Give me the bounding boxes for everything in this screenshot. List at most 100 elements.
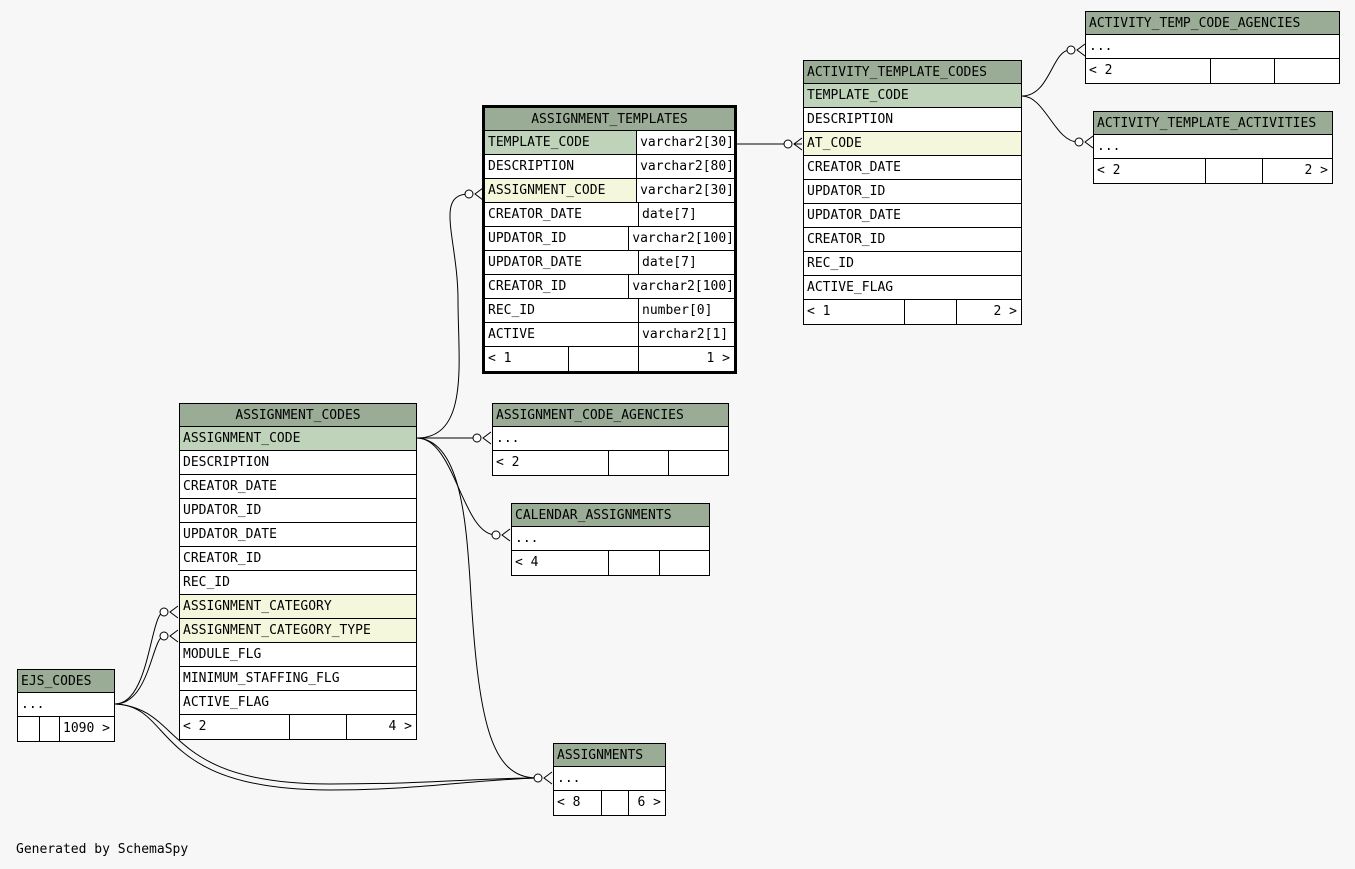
footer-rows [608, 451, 668, 475]
table-row[interactable]: ACTIVE_FLAG [804, 276, 1021, 300]
footer-children[interactable] [668, 451, 728, 475]
table-row[interactable]: REC_ID [180, 571, 416, 595]
footer-children[interactable]: 4 > [346, 715, 416, 739]
column-name: ... [515, 531, 539, 546]
footer-parents[interactable]: < 1 [807, 304, 831, 319]
column-name: DESCRIPTION [488, 159, 575, 174]
table-row[interactable]: TEMPLATE_CODE [804, 84, 1021, 108]
footer-rows [608, 551, 659, 575]
column-type: varchar2[1] [638, 323, 734, 346]
table-title: CALENDAR_ASSIGNMENTS [512, 504, 709, 527]
table-footer: 1090 > [18, 717, 114, 741]
footer-parents[interactable]: < 8 [557, 795, 581, 810]
table-row[interactable]: UPDATOR_ID varchar2[100] [485, 227, 734, 251]
table-row[interactable]: ASSIGNMENT_CATEGORY_TYPE [180, 619, 416, 643]
footer-children[interactable]: 2 > [956, 300, 1021, 324]
footer-rows [1205, 159, 1262, 183]
footer-parents[interactable]: < 4 [515, 555, 539, 570]
footer-parents[interactable]: < 1 [488, 351, 512, 366]
table-row[interactable]: ... [1086, 35, 1339, 59]
table-title: ASSIGNMENT_CODE_AGENCIES [493, 404, 728, 427]
table-assignment-codes[interactable]: ASSIGNMENT_CODES ASSIGNMENT_CODE DESCRIP… [179, 403, 417, 740]
column-name: UPDATOR_DATE [183, 527, 277, 542]
footer-parents[interactable]: < 2 [1097, 163, 1121, 178]
footer-children[interactable] [1274, 59, 1339, 83]
footer-parents[interactable]: < 2 [1089, 63, 1113, 78]
table-calendar-assignments[interactable]: CALENDAR_ASSIGNMENTS ... < 4 [511, 503, 710, 576]
footer-children[interactable]: 1090 > [59, 717, 114, 741]
table-row[interactable]: AT_CODE [804, 132, 1021, 156]
table-footer: < 1 2 > [804, 300, 1021, 324]
footer-children[interactable]: 6 > [628, 791, 665, 815]
table-row[interactable]: ... [1094, 135, 1332, 159]
footer-parents[interactable]: < 2 [183, 719, 207, 734]
edge-codes-to-calendar [416, 437, 497, 536]
footer-children[interactable]: 1 > [638, 347, 734, 371]
table-row[interactable]: UPDATOR_DATE [804, 204, 1021, 228]
table-row[interactable]: UPDATOR_ID [804, 180, 1021, 204]
column-type: varchar2[30] [636, 131, 734, 154]
edge-ejs-to-category-type [114, 635, 165, 705]
edge-codes-to-assignments [416, 437, 538, 779]
table-assignment-code-agencies[interactable]: ASSIGNMENT_CODE_AGENCIES ... < 2 [492, 403, 729, 476]
column-name: UPDATOR_DATE [488, 255, 582, 270]
table-row[interactable]: REC_ID [804, 252, 1021, 276]
column-type: varchar2[80] [636, 155, 734, 178]
table-footer: < 8 6 > [554, 791, 665, 815]
column-name: ... [1097, 139, 1121, 154]
table-row[interactable]: CREATOR_ID [180, 547, 416, 571]
generated-by-label: Generated by SchemaSpy [16, 842, 189, 857]
table-row[interactable]: ... [512, 527, 709, 551]
column-name: DESCRIPTION [183, 455, 270, 470]
table-row[interactable]: UPDATOR_ID [180, 499, 416, 523]
footer-rows [39, 717, 59, 741]
column-type: number[0] [638, 299, 734, 322]
column-name: UPDATOR_DATE [807, 208, 901, 223]
table-row[interactable]: CREATOR_DATE [180, 475, 416, 499]
table-footer: < 2 [493, 451, 728, 475]
table-row[interactable]: CREATOR_DATE [804, 156, 1021, 180]
table-ejs-codes[interactable]: EJS_CODES ... 1090 > [17, 669, 115, 742]
table-row[interactable]: DESCRIPTION [804, 108, 1021, 132]
column-name: UPDATOR_ID [488, 231, 567, 246]
table-row[interactable]: ACTIVE_FLAG [180, 691, 416, 715]
table-footer: < 2 2 > [1094, 159, 1332, 183]
table-row[interactable]: CREATOR_ID [804, 228, 1021, 252]
table-row[interactable]: DESCRIPTION [180, 451, 416, 475]
column-name: MINIMUM_STAFFING_FLG [183, 671, 340, 686]
column-type: varchar2[100] [628, 227, 734, 250]
table-row[interactable]: DESCRIPTION varchar2[80] [485, 155, 734, 179]
table-row[interactable]: UPDATOR_DATE date[7] [485, 251, 734, 275]
table-row[interactable]: ASSIGNMENT_CATEGORY [180, 595, 416, 619]
footer-parents[interactable] [18, 717, 39, 741]
footer-parents[interactable]: < 2 [496, 455, 520, 470]
column-name: ... [1089, 39, 1113, 54]
edge-activity-codes-to-activities [1021, 95, 1079, 143]
table-title: ASSIGNMENTS [554, 744, 665, 767]
table-row[interactable]: ... [493, 427, 728, 451]
table-row[interactable]: MODULE_FLG [180, 643, 416, 667]
table-row[interactable]: UPDATOR_DATE [180, 523, 416, 547]
column-name: TEMPLATE_CODE [485, 131, 637, 154]
table-row[interactable]: ASSIGNMENT_CODE [180, 427, 416, 451]
table-activity-template-codes[interactable]: ACTIVITY_TEMPLATE_CODES TEMPLATE_CODE DE… [803, 60, 1022, 325]
table-footer: < 2 4 > [180, 715, 416, 739]
footer-children[interactable]: 2 > [1262, 159, 1332, 183]
column-name: DESCRIPTION [807, 112, 894, 127]
footer-children[interactable] [659, 551, 709, 575]
table-activity-temp-code-agencies[interactable]: ACTIVITY_TEMP_CODE_AGENCIES ... < 2 [1085, 11, 1340, 84]
column-type: date[7] [638, 251, 734, 274]
table-row[interactable]: ... [554, 767, 665, 791]
table-row[interactable]: ... [18, 693, 114, 717]
table-row[interactable]: MINIMUM_STAFFING_FLG [180, 667, 416, 691]
table-assignments[interactable]: ASSIGNMENTS ... < 8 6 > [553, 743, 666, 816]
edge-activity-codes-to-temp-agencies [1021, 49, 1071, 97]
